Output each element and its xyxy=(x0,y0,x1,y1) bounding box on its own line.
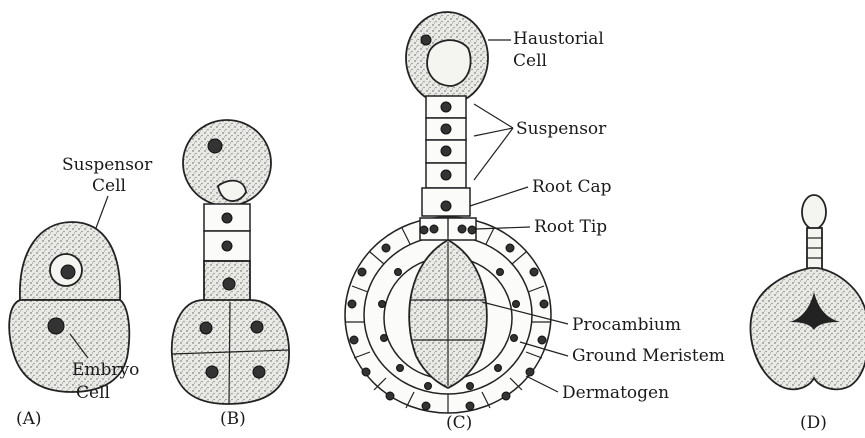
panel-a-suspensor-label: Suspensor Cell xyxy=(62,155,158,196)
panel-a-caption: (A) xyxy=(16,409,42,429)
panel-c-procambium-label: Procambium xyxy=(572,315,681,335)
panel-d-heart-embryo xyxy=(750,268,865,389)
panel-a: Suspensor Cell Embryo Cell (A) xyxy=(9,155,158,429)
panel-c: Haustorial Cell Suspensor Root Cap Root … xyxy=(345,12,725,433)
panel-c-root-cap-label: Root Cap xyxy=(532,177,612,197)
panel-c-ground-meristem-label: Ground Meristem xyxy=(572,346,725,366)
panel-c-dermatogen-label: Dermatogen xyxy=(562,383,669,403)
panel-b: (B) xyxy=(172,120,289,429)
panel-c-suspensor-label: Suspensor xyxy=(516,119,607,139)
panel-c-suspensor xyxy=(422,96,470,216)
panel-d: (D) xyxy=(750,195,865,433)
panel-c-root-tip-label: Root Tip xyxy=(534,217,607,237)
panel-d-suspensor xyxy=(807,228,822,270)
panel-a-embryo-nucleus xyxy=(48,318,64,334)
panel-c-haustorial-label: Haustorial Cell xyxy=(513,29,609,71)
panel-b-caption: (B) xyxy=(220,409,246,429)
panel-c-caption: (C) xyxy=(446,413,472,433)
panel-a-suspensor-nucleus xyxy=(61,265,75,279)
panel-d-caption: (D) xyxy=(800,413,827,433)
panel-d-haustorial-cell xyxy=(802,195,826,229)
